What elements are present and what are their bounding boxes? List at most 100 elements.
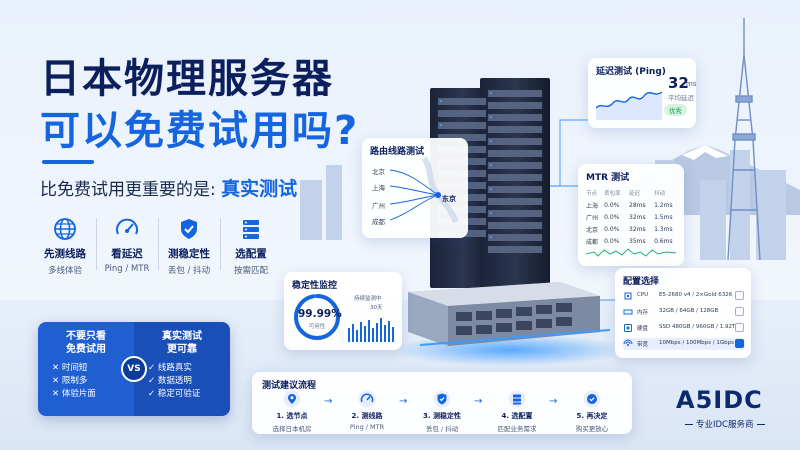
comparison-right: 真实测试 更可靠 ✓ 线路真实 ✓ 数据透明 ✓ 稳定可验证: [134, 322, 230, 416]
route-city: 成都: [372, 218, 385, 226]
mtr-cell: 1.5ms: [654, 214, 673, 221]
mtr-cell: 32ms: [629, 226, 646, 233]
feature-list: 先测线路 多线体验 看延迟 Ping / MTR 测稳定性 丢包 / 抖动 选配…: [34, 212, 284, 284]
subheadline: 比免费试用更重要的是: 真实测试: [40, 174, 297, 201]
mtr-card: MTR 测试 节点 丢包率 延迟 抖动 上海 0.0% 28ms 1.2ms 广…: [578, 164, 684, 266]
ping-status-badge: 优秀: [664, 104, 687, 116]
brand-logo: A5IDC: [676, 386, 763, 414]
server-icon: [243, 220, 259, 239]
flow-step-4: 4. 选配置 匹配业务需求 →: [485, 390, 557, 433]
comparison-right-item: ✓ 数据透明: [148, 376, 192, 386]
feature-stability: 测稳定性 丢包 / 抖动: [158, 212, 220, 284]
gauge-icon: [358, 390, 376, 408]
flow-step-title: 2. 测线路: [351, 412, 383, 420]
config-checkbox[interactable]: [735, 307, 744, 316]
feature-config: 选配置 按需匹配: [220, 212, 282, 284]
route-card-title: 路由线路测试: [370, 147, 425, 157]
config-value: 32GB / 64GB / 128GB: [659, 308, 719, 314]
mtr-cell: 成都: [586, 239, 599, 246]
config-row-memory[interactable]: 内存 32GB / 64GB / 128GB: [623, 306, 745, 318]
check-circle-icon: [583, 390, 601, 408]
table-row: 上海 0.0% 28ms 1.2ms: [586, 200, 682, 212]
flow-step-title: 5. 再决定: [576, 412, 608, 420]
ping-sparkline: [596, 91, 662, 120]
config-key: 内存: [637, 310, 649, 316]
mtr-cell: 1.3ms: [654, 226, 673, 233]
config-value: SSD 480GB / 960GB / 1.92TB: [659, 324, 740, 330]
mtr-cell: 32ms: [629, 214, 646, 221]
config-row-disk[interactable]: 硬盘 SSD 480GB / 960GB / 1.92TB: [623, 322, 745, 334]
comparison-right-title-1: 真实测试: [162, 331, 202, 342]
availability-label: 可用性: [308, 324, 326, 330]
cpu-icon: [624, 292, 632, 300]
mtr-cell: 广州: [586, 215, 599, 222]
mtr-header: 抖动: [654, 191, 666, 197]
headline-line-2: 可以免费试用吗?: [40, 108, 360, 154]
bandwidth-icon: [623, 339, 633, 346]
memory-icon: [623, 309, 633, 315]
table-row: 北京 0.0% 32ms 1.3ms: [586, 224, 682, 236]
flow-step-sub: 购买更放心: [575, 425, 609, 433]
ping-unit: ms: [686, 80, 697, 88]
config-row-bandwidth[interactable]: 带宽 10Mbps / 100Mbps / 1Gbps: [623, 338, 745, 350]
stability-card-title: 稳定性监控: [292, 281, 338, 291]
mtr-sparkline: [586, 248, 676, 257]
config-card: 配置选择 CPU E5-2680 v4 / 2×Gold 6326 内存 32G…: [615, 268, 751, 358]
flow-step-title: 1. 选节点: [276, 412, 308, 420]
feature-sub: 多线体验: [47, 266, 82, 276]
config-checkbox[interactable]: [735, 323, 744, 332]
feature-route: 先测线路 多线体验: [34, 212, 96, 284]
brand-tagline: 专业IDC服务商: [682, 418, 768, 430]
flow-step-sub: 丢包 / 抖动: [425, 425, 459, 433]
mtr-cell: 0.0%: [604, 238, 620, 245]
feature-sub: 按需匹配: [233, 266, 268, 276]
flow-step-3: 3. 测稳定性 丢包 / 抖动 →: [410, 390, 482, 433]
config-value: 10Mbps / 100Mbps / 1Gbps: [659, 340, 734, 346]
config-checkbox-checked[interactable]: [735, 339, 744, 348]
config-checkbox[interactable]: [735, 291, 744, 300]
test-flow-card: 测试建议流程 1. 选节点 选择日本机房 → 2. 测线路 Ping / MTR…: [252, 372, 632, 434]
stability-card: 稳定性监控 99.99% 可用性 持续监测中 30天: [284, 272, 402, 350]
route-destination: 东京: [442, 195, 456, 203]
test-flow-title: 测试建议流程: [262, 381, 317, 391]
mtr-header: 节点: [586, 191, 598, 197]
mtr-cell: 0.6ms: [654, 238, 673, 245]
feature-title: 先测线路: [44, 248, 86, 260]
vs-badge: VS: [121, 356, 147, 382]
config-row-cpu[interactable]: CPU E5-2680 v4 / 2×Gold 6326: [623, 290, 745, 302]
accent-divider: [42, 160, 94, 164]
flow-step-2: 2. 测线路 Ping / MTR →: [335, 390, 407, 431]
comparison-left-title-1: 不要只看: [66, 331, 106, 342]
flow-step-sub: 选择日本机房: [272, 425, 312, 433]
route-city: 北京: [372, 168, 385, 176]
flow-step-sub: 匹配业务需求: [497, 425, 537, 433]
comparison-left: 不要只看 免费试用 ✕ 时间短 ✕ 限制多 ✕ 体验片面: [38, 322, 134, 416]
monitor-days: 30天: [370, 305, 383, 311]
shield-check-icon: [181, 219, 197, 239]
comparison-left-item: ✕ 时间短: [52, 363, 88, 373]
mtr-cell: 35ms: [629, 238, 646, 245]
flow-step-sub: Ping / MTR: [349, 423, 385, 431]
headline-line-1: 日本物理服务器: [40, 56, 334, 102]
subheadline-emphasis: 真实测试: [221, 178, 298, 200]
disk-icon: [624, 324, 632, 332]
route-map: [389, 156, 459, 224]
table-row: 成都 0.0% 35ms 0.6ms: [586, 236, 682, 248]
monitor-label: 持续监测中: [354, 296, 382, 302]
flow-step-title: 3. 测稳定性: [423, 412, 461, 420]
mtr-cell: 0.0%: [604, 214, 620, 221]
mtr-cell: 28ms: [629, 202, 646, 209]
destination-pin-icon: [435, 192, 441, 198]
availability-ring: [294, 294, 340, 340]
test-flow-steps: 1. 选节点 选择日本机房 → 2. 测线路 Ping / MTR → 3. 测…: [260, 390, 624, 433]
flow-step-title: 4. 选配置: [501, 412, 533, 420]
mtr-cell: 0.0%: [604, 202, 620, 209]
config-card-title: 配置选择: [623, 277, 660, 287]
mtr-header: 丢包率: [604, 191, 621, 197]
mtr-header: 延迟: [629, 191, 641, 197]
feature-sub: 丢包 / 抖动: [167, 266, 211, 276]
route-card: 路由线路测试 北京 上海 广州 成都 东京: [362, 138, 468, 238]
arrow-right-icon: →: [324, 396, 333, 407]
feature-sub: Ping / MTR: [104, 264, 150, 274]
comparison-left-title-2: 免费试用: [66, 344, 106, 355]
